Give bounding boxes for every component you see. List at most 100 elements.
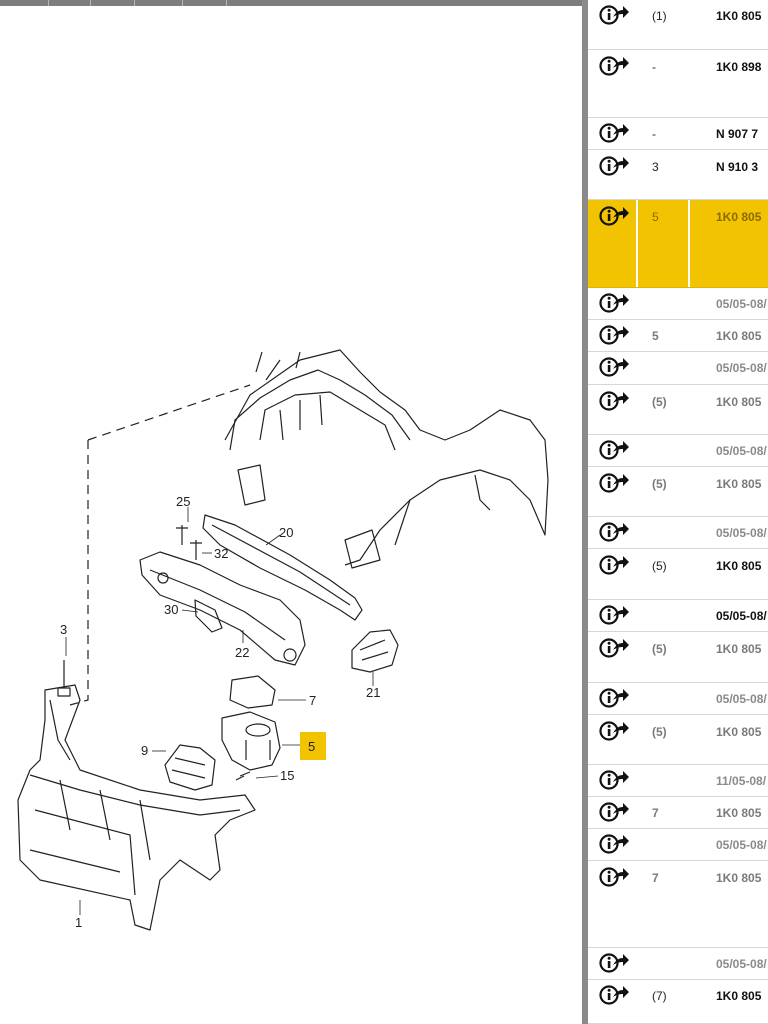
part-number-cell: 05/05-08/ (716, 297, 767, 311)
info-arrow-icon (599, 522, 629, 542)
quantity-cell: (5) (652, 559, 667, 573)
info-arrow-button[interactable] (598, 154, 632, 180)
callout-5[interactable]: 5 (308, 739, 315, 754)
part-number-cell: N 907 7 (716, 127, 759, 141)
info-arrow-button[interactable] (598, 603, 632, 629)
quantity-cell: 3 (652, 160, 659, 174)
info-arrow-icon (599, 206, 629, 226)
info-arrow-button[interactable] (598, 204, 632, 230)
parts-diagram: 25 32 20 30 22 3 21 7 9 5 15 1 (0, 6, 582, 1024)
part-number-cell: 05/05-08/ (716, 444, 767, 458)
part-number-cell: 1K0 805 (716, 329, 762, 343)
info-arrow-icon (599, 770, 629, 790)
part-number-cell: 1K0 898 (716, 60, 762, 74)
quantity-cell: (5) (652, 725, 667, 739)
info-arrow-button[interactable] (598, 3, 632, 29)
quantity-cell: 7 (652, 871, 659, 885)
info-arrow-button[interactable] (598, 520, 632, 546)
info-arrow-button[interactable] (598, 355, 632, 381)
quantity-cell: (1) (652, 9, 667, 23)
parts-row[interactable]: 05/05-08/ (588, 829, 768, 861)
panel-divider[interactable] (582, 0, 588, 1024)
toolbar (0, 0, 582, 6)
parts-row[interactable]: (5)1K0 805 (588, 632, 768, 683)
callout-30[interactable]: 30 (164, 602, 178, 617)
info-arrow-button[interactable] (598, 553, 632, 579)
parts-row[interactable]: 05/05-08/ (588, 288, 768, 320)
parts-row[interactable]: 3 N 910 3 (588, 150, 768, 200)
callout-3[interactable]: 3 (60, 622, 67, 637)
callout-15[interactable]: 15 (280, 768, 294, 783)
callout-22[interactable]: 22 (235, 645, 249, 660)
part-number-cell: 1K0 805 (716, 806, 762, 820)
info-arrow-icon (599, 56, 629, 76)
parts-row[interactable]: (1) 1K0 805 (588, 0, 768, 50)
part-number-cell: 1K0 805 (716, 725, 762, 739)
info-arrow-button[interactable] (598, 686, 632, 712)
callout-1[interactable]: 1 (75, 915, 82, 930)
toolbar-separator (226, 0, 227, 6)
callout-21[interactable]: 21 (366, 685, 380, 700)
info-arrow-icon (599, 440, 629, 460)
info-arrow-button[interactable] (598, 291, 632, 317)
toolbar-separator (48, 0, 49, 6)
info-arrow-icon (599, 638, 629, 658)
parts-row[interactable]: (5)1K0 805 (588, 467, 768, 517)
part-number-cell: 1K0 805 (716, 989, 762, 1003)
quantity-cell: - (652, 60, 656, 74)
info-arrow-button[interactable] (598, 800, 632, 826)
part-number-cell: 05/05-08/ (716, 361, 767, 375)
quantity-cell: (5) (652, 642, 667, 656)
info-arrow-button[interactable] (598, 54, 632, 80)
parts-row[interactable]: (5) 1K0 805 (588, 715, 768, 765)
parts-row[interactable]: (5) 1K0 805 (588, 549, 768, 600)
exploded-view-drawing: 25 32 20 30 22 3 21 7 9 5 15 1 (17, 349, 549, 931)
callout-25[interactable]: 25 (176, 494, 190, 509)
info-arrow-button[interactable] (598, 438, 632, 464)
part-number-cell: N 910 3 (716, 160, 759, 174)
info-arrow-button[interactable] (598, 983, 632, 1009)
parts-row[interactable]: 05/05-08/ (588, 435, 768, 467)
info-arrow-button[interactable] (598, 323, 632, 349)
callout-32[interactable]: 32 (214, 546, 228, 561)
quantity-cell: 7 (652, 806, 659, 820)
parts-row[interactable]: 7 1K0 805 (588, 797, 768, 829)
info-arrow-button[interactable] (598, 471, 632, 497)
info-arrow-icon (599, 5, 629, 25)
callout-7[interactable]: 7 (309, 693, 316, 708)
info-arrow-button[interactable] (598, 832, 632, 858)
part-number-cell: 05/05-08/ (716, 838, 767, 852)
parts-row[interactable]: 05/05-08/ (588, 517, 768, 549)
callout-9[interactable]: 9 (141, 743, 148, 758)
info-arrow-button[interactable] (598, 865, 632, 891)
info-arrow-button[interactable] (598, 636, 632, 662)
parts-row[interactable]: 05/05-08/ (588, 948, 768, 980)
parts-row[interactable]: - 1K0 898 (588, 50, 768, 118)
quantity-cell: (5) (652, 477, 667, 491)
quantity-cell: - (652, 127, 656, 141)
callout-20[interactable]: 20 (279, 525, 293, 540)
parts-row[interactable]: (5)1K0 805 (588, 385, 768, 435)
part-number-cell: 1K0 805 (716, 210, 762, 224)
info-arrow-button[interactable] (598, 719, 632, 745)
parts-row[interactable]: 05/05-08/ (588, 352, 768, 385)
part-number-cell: 1K0 805 (716, 395, 762, 409)
info-arrow-button[interactable] (598, 951, 632, 977)
parts-row[interactable]: 05/05-08/ (588, 600, 768, 632)
part-number-cell: 05/05-08/ (716, 609, 767, 623)
part-number-cell: 1K0 805 (716, 559, 762, 573)
part-number-cell: 05/05-08/ (716, 957, 767, 971)
info-arrow-button[interactable] (598, 768, 632, 794)
info-arrow-button[interactable] (598, 389, 632, 415)
toolbar-separator (90, 0, 91, 6)
parts-row[interactable]: - N 907 7 (588, 118, 768, 150)
parts-row[interactable]: 05/05-08/ (588, 683, 768, 715)
parts-row[interactable]: (7)1K0 805 (588, 980, 768, 1024)
info-arrow-button[interactable] (598, 121, 632, 147)
parts-row[interactable]: 11/05-08/ (588, 765, 768, 797)
info-arrow-icon (599, 325, 629, 345)
part-number-cell: 1K0 805 (716, 9, 762, 23)
